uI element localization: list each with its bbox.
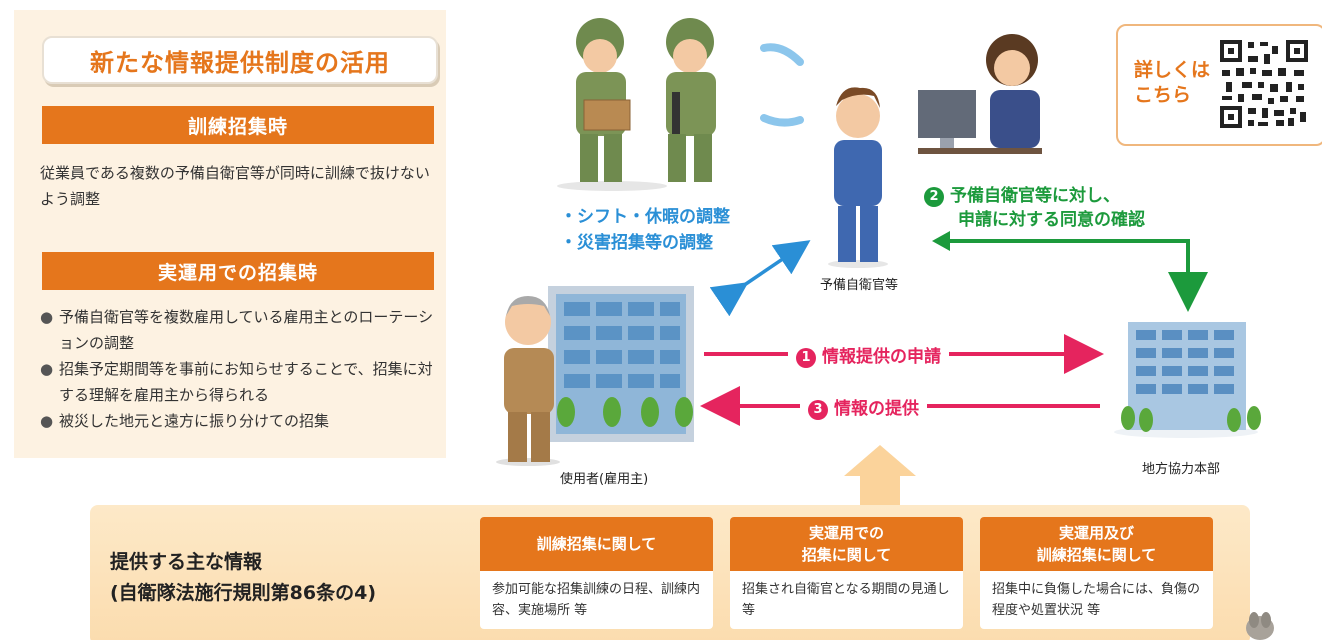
more-info-line2: こちら [1134,84,1192,106]
card-body: 招集され自衛官となる期間の見通し 等 [742,582,950,618]
step3-text: 情報の提供 [834,399,919,419]
office-label: 地方協力本部 [1142,462,1221,477]
card-body: 招集中に負傷した場合には、負傷の程度や処置状況 等 [992,582,1201,618]
card-heading: 実運用での 招集に関して [730,517,963,571]
qr-code-icon[interactable] [1218,38,1310,130]
card-heading: 訓練招集に関して [480,517,713,571]
step2-line1: 予備自衛官等に対し、 [950,186,1120,206]
up-arrow [844,445,916,505]
curved-arrow-down [760,114,804,127]
soldiers-illustration [557,18,716,191]
info-panel: 新たな情報提供制度の活用 訓練招集時 従業員である複数の予備自衛官等が同時に訓練… [14,10,446,458]
more-info-box[interactable]: 詳しくは こちら [1116,24,1322,146]
employer-label: 使用者(雇用主) [560,472,649,487]
office-building-illustration [1114,322,1261,438]
list-item: 被災した地元と遠方に振り分けての招集 [40,408,440,434]
step3-number: 3 [808,400,828,420]
curved-arrow-up [760,43,804,66]
green-arrow-line [944,239,1208,312]
training-call-heading: 訓練招集時 [42,106,434,144]
step1-number: 1 [796,348,816,368]
list-item: 予備自衛官等を複数雇用している雇用主とのローテーションの調整 [40,304,440,356]
step3-label: 3 情報の提供 [800,394,927,420]
provided-info-panel: 提供する主な情報 (自衛隊法施行規則第86条の4) 訓練招集に関して 参加可能な… [90,505,1250,640]
adjustment-text: ・シフト・休暇の調整 ・災害招集等の調整 [560,204,730,256]
step1-label: 1 情報提供の申請 [788,342,949,368]
disaster-adjustment-text: ・災害招集等の調整 [560,233,713,253]
reservist-label: 予備自衛官等 [820,278,899,293]
list-item: 招集予定期間等を事前にお知らせすることで、招集に対する理解を雇用主から得られる [40,356,440,408]
step2-number: 2 [924,187,944,207]
provided-info-title-line2: (自衛隊法施行規則第86条の4) [110,582,377,604]
operator-illustration [918,34,1042,154]
blue-double-arrow [709,240,811,317]
provided-info-title-line1: 提供する主な情報 [110,551,263,573]
reservist-illustration [828,87,888,268]
step2-label: 2 予備自衛官等に対し、 申請に対する同意の確認 [924,184,1145,232]
card-heading: 実運用及び 訓練招集に関して [980,517,1213,571]
training-call-text: 従業員である複数の予備自衛官等が同時に訓練で抜けないよう調整 [40,164,430,208]
card-body: 参加可能な招集訓練の日程、訓練内容、実施場所 等 [492,582,701,618]
panel-title: 新たな情報提供制度の活用 [42,36,438,84]
employer-building-illustration [496,286,694,466]
info-card-training: 訓練招集に関して 参加可能な招集訓練の日程、訓練内容、実施場所 等 [480,517,713,629]
green-arrow-head-left [932,231,950,251]
info-card-both: 実運用及び 訓練招集に関して 招集中に負傷した場合には、負傷の程度や処置状況 等 [980,517,1213,629]
mascot-icon [1246,612,1274,640]
shift-adjustment-text: ・シフト・休暇の調整 [560,207,730,227]
more-info-line1: 詳しくは [1134,59,1211,81]
more-info-text: 詳しくは こちら [1134,58,1210,108]
operation-call-heading: 実運用での招集時 [42,252,434,290]
step2-line2: 申請に対する同意の確認 [958,210,1145,230]
provided-info-title: 提供する主な情報 (自衛隊法施行規則第86条の4) [110,547,376,609]
operation-call-list: 予備自衛官等を複数雇用している雇用主とのローテーションの調整 招集予定期間等を事… [40,304,440,434]
step1-text: 情報提供の申請 [822,347,941,367]
info-card-operation: 実運用での 招集に関して 招集され自衛官となる期間の見通し 等 [730,517,963,629]
